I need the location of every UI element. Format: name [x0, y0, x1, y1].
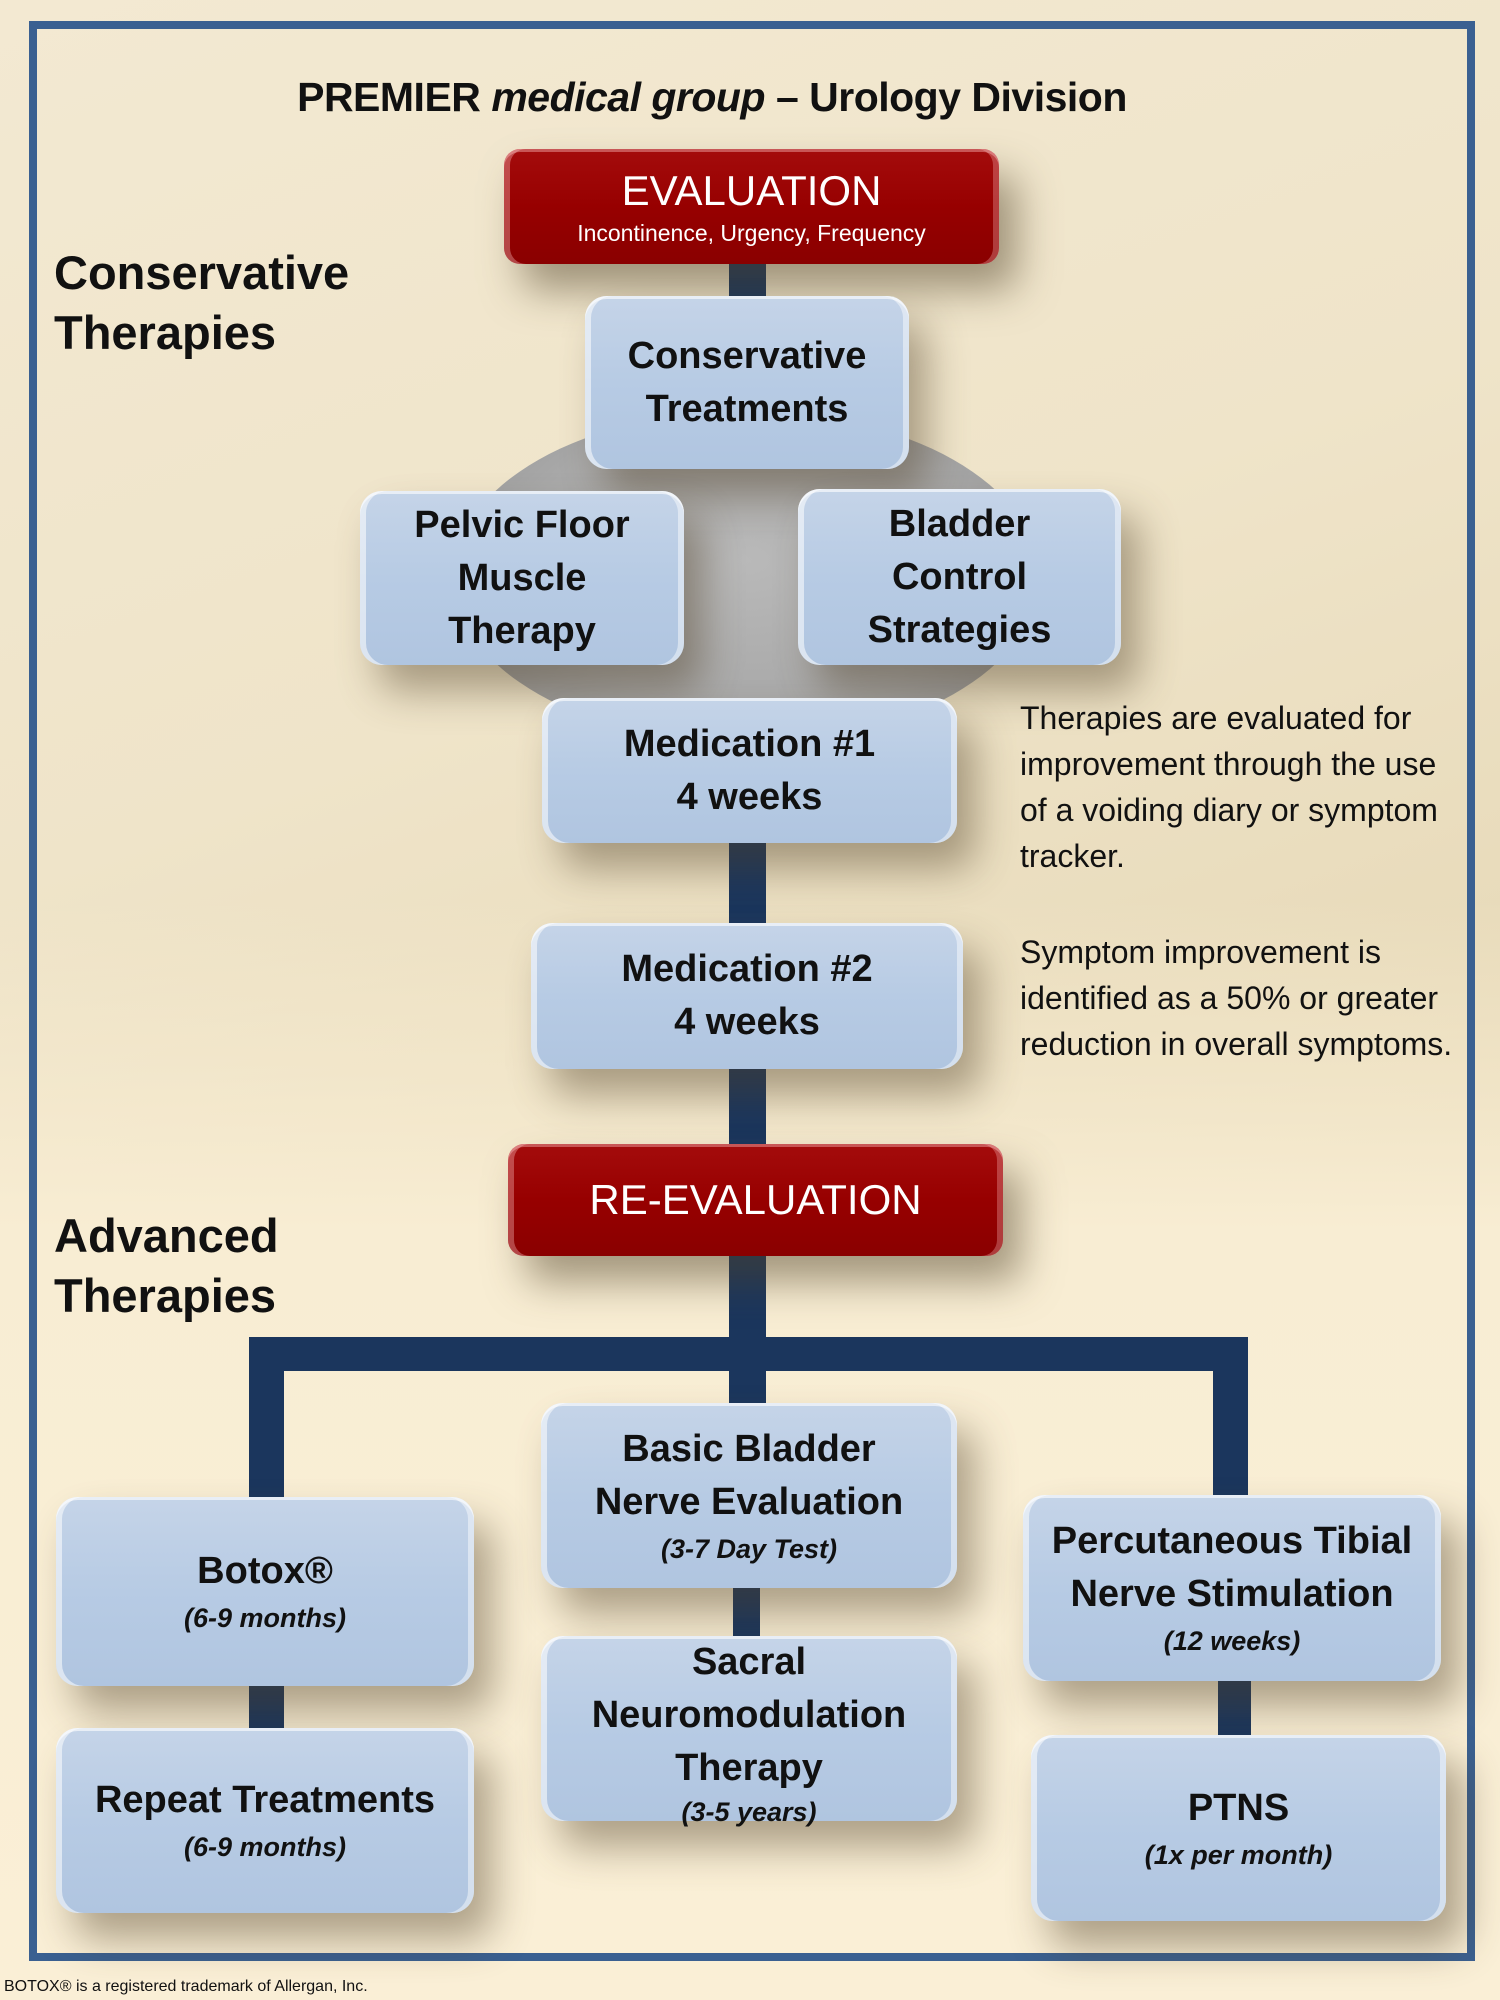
title-division: – Urology Division: [775, 74, 1127, 120]
page-title: PREMIER medical group – Urology Division: [0, 74, 1424, 121]
node-line: Neuromodulation: [591, 1694, 907, 1736]
connector-branch-left: [249, 1337, 284, 1499]
node-line: Pelvic Floor: [414, 503, 630, 546]
node-sub: (1x per month): [1144, 1839, 1333, 1870]
node-line: Treatments: [645, 387, 849, 430]
node-evaluation[interactable]: EVALUATION Incontinence, Urgency, Freque…: [504, 149, 999, 264]
node-sub: (3-5 years): [681, 1797, 817, 1827]
node-line: Medication #2: [621, 948, 873, 990]
node-conservative-treatments[interactable]: Conservative Treatments: [585, 296, 909, 469]
node-line: Conservative: [627, 334, 867, 377]
node-line: Control: [891, 555, 1028, 598]
node-label: Repeat Treatments: [94, 1779, 435, 1821]
trademark-footnote: BOTOX® is a registered trademark of Alle…: [4, 1978, 368, 1995]
node-sacral-neuromodulation[interactable]: Sacral Neuromodulation Therapy (3-5 year…: [541, 1636, 957, 1827]
section-label-conservative: Conservative Therapies: [54, 243, 349, 363]
section-label-line: Therapies: [54, 1269, 277, 1322]
node-line: Nerve Evaluation: [594, 1480, 904, 1523]
connector-med2-to-reeval: [729, 1066, 766, 1146]
section-label-line: Conservative: [54, 246, 350, 299]
node-medication-2[interactable]: Medication #2 4 weeks: [531, 923, 963, 1069]
note-evaluation-method: Therapies are evaluated for improvement …: [1020, 700, 1438, 874]
node-line: Strategies: [867, 608, 1052, 651]
node-label: EVALUATION: [621, 166, 882, 214]
node-label: PTNS: [1187, 1786, 1290, 1829]
node-botox[interactable]: Botox® (6-9 months): [56, 1497, 474, 1686]
node-sub: Incontinence, Urgency, Frequency: [577, 219, 926, 246]
node-label: RE-EVALUATION: [589, 1176, 922, 1223]
connector-branch-right: [1213, 1337, 1248, 1497]
connector-med1-to-med2: [729, 840, 766, 926]
node-ptns[interactable]: PTNS (1x per month): [1031, 1735, 1446, 1921]
connector-botox-to-repeat: [249, 1684, 284, 1730]
node-basic-bladder-nerve-evaluation[interactable]: Basic Bladder Nerve Evaluation (3-7 Day …: [541, 1403, 957, 1588]
node-sub: (6-9 months): [184, 1832, 346, 1862]
note-improvement-criteria: Symptom improvement is identified as a 5…: [1020, 934, 1453, 1062]
node-line: 4 weeks: [676, 775, 823, 818]
connector-ptns-stim-to-ptns: [1218, 1679, 1251, 1737]
node-label: Botox®: [197, 1550, 333, 1592]
node-ptns-stimulation[interactable]: Percutaneous Tibial Nerve Stimulation (1…: [1023, 1495, 1441, 1681]
connector-branch-horizontal: [249, 1337, 1247, 1371]
node-sub: (3-7 Day Test): [660, 1533, 838, 1564]
node-line: Nerve Stimulation: [1070, 1573, 1394, 1615]
node-line: Sacral: [691, 1641, 807, 1683]
title-brand: PREMIER: [297, 74, 481, 120]
node-line: Therapy: [448, 609, 596, 652]
node-medication-1[interactable]: Medication #1 4 weeks: [542, 698, 957, 843]
node-pelvic-floor[interactable]: Pelvic Floor Muscle Therapy: [360, 491, 684, 665]
connector-reeval-to-branch: [729, 1254, 766, 1404]
node-sub: (6-9 months): [184, 1603, 346, 1633]
node-sub: (12 weeks): [1163, 1626, 1301, 1656]
title-brand-italic: medical group: [491, 74, 766, 120]
connector-eval-to-conservative: [729, 262, 766, 298]
node-line: 4 weeks: [674, 1001, 820, 1043]
node-line: Percutaneous Tibial: [1051, 1520, 1413, 1562]
node-bladder-control[interactable]: Bladder Control Strategies: [798, 489, 1121, 665]
node-line: Muscle: [457, 556, 587, 599]
connector-basic-to-sacral: [733, 1586, 760, 1638]
section-label-advanced: Advanced Therapies: [54, 1206, 279, 1326]
node-line: Bladder: [888, 502, 1031, 545]
node-line: Basic Bladder: [622, 1427, 876, 1470]
node-line: Therapy: [675, 1747, 823, 1789]
section-label-line: Therapies: [54, 306, 277, 359]
node-repeat-treatments[interactable]: Repeat Treatments (6-9 months): [56, 1728, 474, 1913]
node-line: Medication #1: [623, 722, 876, 765]
node-re-evaluation[interactable]: RE-EVALUATION: [508, 1144, 1003, 1256]
section-label-line: Advanced: [54, 1209, 279, 1262]
page-frame: [29, 21, 1475, 1961]
